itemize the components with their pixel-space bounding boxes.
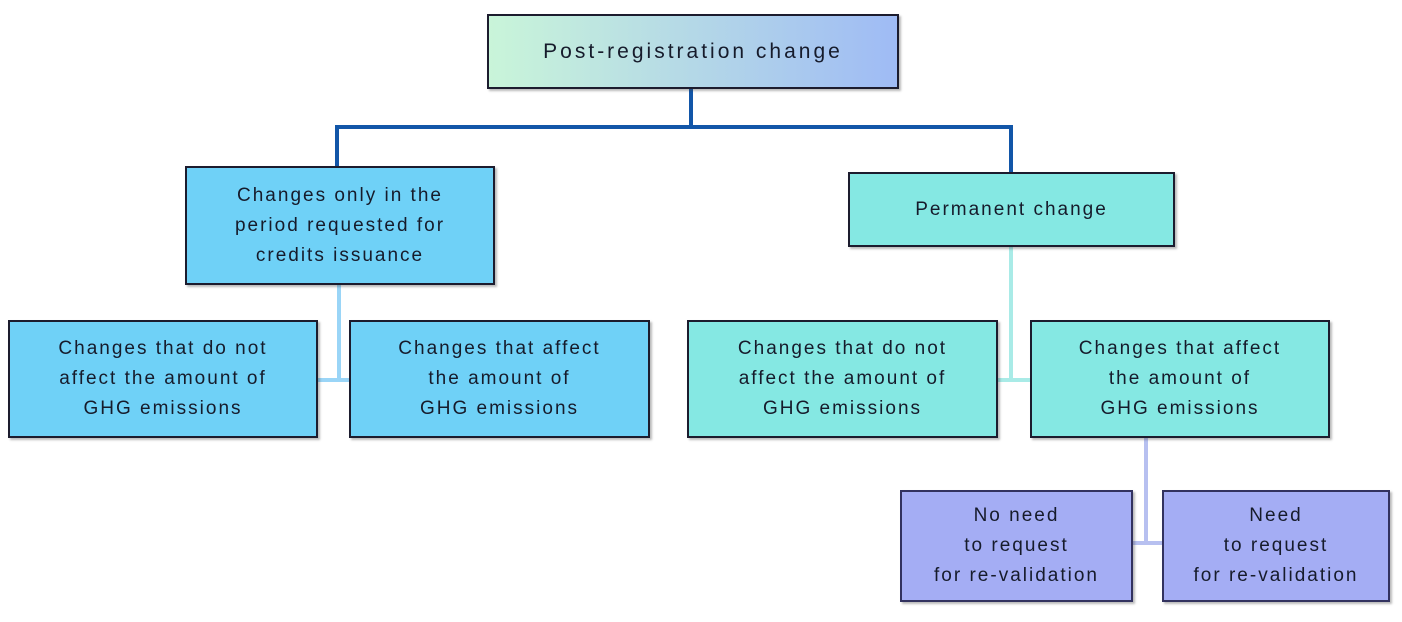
node-permanent-affect-ghg: Changes that affect the amount of GHG em… xyxy=(1030,320,1330,438)
node-no-need-revalidation: No need to request for re-validation xyxy=(900,490,1133,602)
node-label: Permanent change xyxy=(915,198,1108,220)
node-label-line: Changes that do not xyxy=(58,338,268,359)
connector-revalidation-crossbar xyxy=(1133,541,1162,545)
node-label-line: GHG emissions xyxy=(1100,398,1260,419)
node-label-line: for re-validation xyxy=(1193,565,1359,586)
node-label-line: Changes that affect xyxy=(398,338,601,359)
node-permanent-change: Permanent change xyxy=(848,172,1175,247)
node-period-affect-ghg: Changes that affect the amount of GHG em… xyxy=(349,320,650,438)
node-label-line: Changes that do not xyxy=(737,338,948,359)
node-changes-only-in-period: Changes only in the period requested for… xyxy=(185,166,495,285)
node-label-line: to request xyxy=(1223,535,1329,556)
node-label-line: Changes only in the xyxy=(237,184,443,206)
node-need-revalidation: Need to request for re-validation xyxy=(1162,490,1390,602)
node-label-line: for re-validation xyxy=(934,565,1099,586)
node-label-line: the amount of xyxy=(428,368,571,389)
node-label-line: GHG emissions xyxy=(762,398,923,419)
node-label-line: affect the amount of xyxy=(738,368,947,389)
connector-root-stem xyxy=(689,89,693,129)
node-label: Post-registration change xyxy=(543,39,843,63)
node-label-line: affect the amount of xyxy=(59,368,267,389)
node-label-line: Need xyxy=(1249,505,1303,526)
node-label-line: No need xyxy=(973,505,1060,526)
connector-permanent-crossbar xyxy=(998,378,1030,382)
node-label-line: GHG emissions xyxy=(419,398,580,419)
node-label-line: to request xyxy=(964,535,1069,556)
connector-root-to-permanent xyxy=(1009,125,1013,172)
connector-revalidation-stem xyxy=(1144,438,1148,545)
connector-period-crossbar xyxy=(318,378,349,382)
connector-period-stem xyxy=(337,285,341,382)
node-label-line: GHG emissions xyxy=(83,398,243,419)
connector-root-crossbar xyxy=(335,125,1013,129)
connector-permanent-stem xyxy=(1009,247,1013,382)
node-permanent-no-affect-ghg: Changes that do not affect the amount of… xyxy=(687,320,998,438)
node-post-registration-change: Post-registration change xyxy=(487,14,899,89)
node-label-line: Changes that affect xyxy=(1078,338,1282,359)
node-label-line: period requested for xyxy=(234,214,446,236)
connector-root-to-period xyxy=(335,125,339,166)
node-period-no-affect-ghg: Changes that do not affect the amount of… xyxy=(8,320,318,438)
node-label-line: the amount of xyxy=(1108,368,1252,389)
node-label-line: credits issuance xyxy=(255,244,425,266)
